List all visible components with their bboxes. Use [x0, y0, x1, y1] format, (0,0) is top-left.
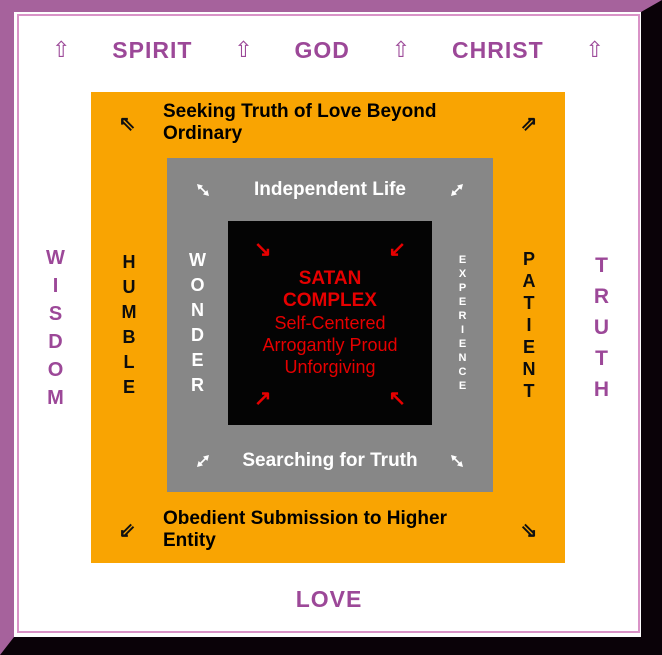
ne-double-arrow-icon: ⇗: [520, 112, 538, 135]
core-trait: Arrogantly Proud: [262, 335, 398, 355]
satan-complex-core: ↘ ↙ ↗ ↖ SATAN COMPLEX Self-Centered Arro…: [228, 221, 432, 425]
red-nw-arrow-icon: ↖: [388, 387, 406, 410]
up-arrow-icon: ⇧: [52, 37, 71, 62]
bottom-label-love: LOVE: [295, 586, 363, 612]
red-se-arrow-icon: ↘: [254, 238, 272, 261]
gray-ring-top-band: Independent Life: [167, 158, 493, 221]
core-trait: Self-Centered: [274, 313, 386, 333]
red-ne-arrow-icon: ↗: [254, 387, 272, 410]
up-arrow-icon: ⇧: [391, 37, 411, 62]
orange-ring-top-label: Seeking Truth of Love Beyond Ordinary: [163, 101, 437, 144]
nwse-resize-arrow-icon: [448, 452, 466, 470]
core-title-line1: SATAN: [298, 268, 362, 289]
up-arrow-icon: ⇧: [585, 37, 604, 62]
nw-double-arrow-icon: ⇖: [118, 112, 136, 135]
gray-ring-top-label: Independent Life: [254, 178, 406, 200]
heaven-label-christ: CHRIST: [452, 36, 544, 63]
sw-double-arrow-icon: ⇙: [118, 519, 136, 542]
gray-ring-bottom-label: Searching for Truth: [242, 450, 418, 471]
heaven-label-spirit: SPIRIT: [112, 36, 193, 63]
nwse-resize-arrow-icon: [194, 181, 212, 199]
core-trait: Unforgiving: [284, 357, 376, 377]
orange-ring-top-band: ⇖ Seeking Truth of Love Beyond Ordinary …: [91, 92, 565, 154]
core-title-line2: COMPLEX: [283, 290, 377, 311]
up-arrow-icon: ⇧: [234, 37, 253, 62]
red-sw-arrow-icon: ↙: [388, 238, 406, 261]
orange-ring-bottom-label: Obedient Submission to Higher Entity: [163, 508, 447, 551]
heaven-row: ⇧ SPIRIT ⇧ GOD ⇧ CHRIST ⇧: [52, 35, 604, 65]
orange-ring-bottom-band: ⇙ Obedient Submission to Higher Entity ⇘: [91, 491, 565, 563]
gray-ring-bottom-band: Searching for Truth: [167, 424, 493, 492]
nesw-resize-arrow-icon: [448, 181, 466, 199]
se-double-arrow-icon: ⇘: [520, 519, 538, 542]
heaven-label-god: GOD: [294, 36, 350, 63]
nesw-resize-arrow-icon: [194, 452, 212, 470]
